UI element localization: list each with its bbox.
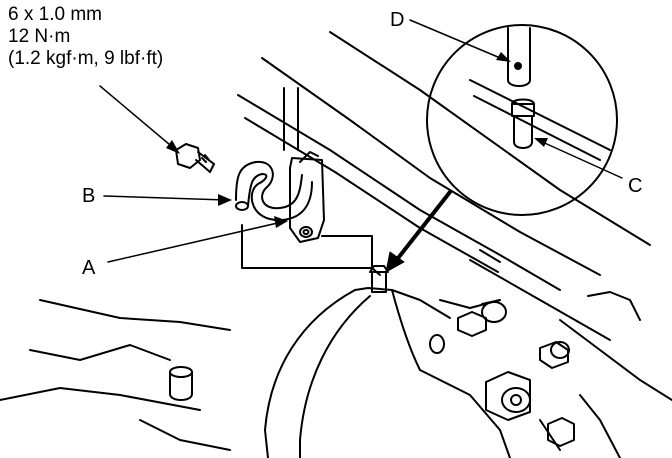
- oval-port: [429, 334, 445, 354]
- callout-a: A: [82, 257, 96, 279]
- right-bolts: [457, 291, 641, 447]
- upper-hose-lines: [237, 31, 651, 341]
- vertical-pipe: [283, 87, 299, 151]
- callout-b: B: [82, 185, 96, 207]
- torque-nm-text: 12 N·m: [8, 26, 71, 47]
- callout-d: D: [390, 9, 405, 31]
- bolt-size-text: 6 x 1.0 mm: [8, 4, 102, 25]
- leader-arrowheads: [166, 52, 548, 228]
- outlet-nipple: [369, 265, 389, 293]
- hose-bracket: [289, 151, 325, 243]
- torque-spec: 6 x 1.0 mm 12 N·m (1.2 kgf·m, 9 lbf·ft): [8, 4, 163, 70]
- callout-c: C: [628, 175, 643, 197]
- leader-lines: [99, 19, 623, 263]
- detail-arrow: [393, 190, 452, 264]
- engine-housing: [0, 287, 672, 458]
- round-plug: [169, 366, 193, 401]
- detail-view: [469, 27, 611, 161]
- detail-magnifier: [426, 24, 618, 216]
- detail-arrow-head: [385, 251, 405, 273]
- flange-bolt: [175, 143, 215, 173]
- bent-hose: [235, 160, 313, 222]
- torque-imperial-text: (1.2 kgf·m, 9 lbf·ft): [8, 48, 164, 69]
